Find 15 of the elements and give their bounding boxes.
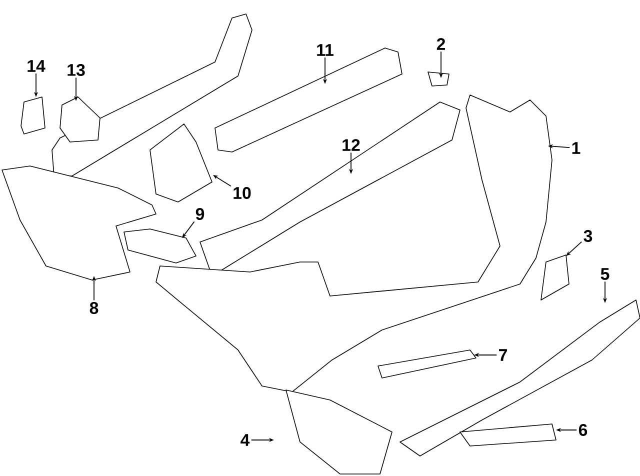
- callout-number: 5: [600, 268, 610, 280]
- callout-number: 6: [578, 424, 588, 436]
- callout-number: 2: [436, 38, 446, 50]
- callout-number: 1: [572, 142, 580, 154]
- callout-number: 14: [28, 60, 46, 72]
- callout-number: 10: [234, 187, 251, 199]
- callout-number: 13: [68, 64, 85, 76]
- callout-number: 12: [342, 139, 360, 151]
- callout-number: 7: [499, 349, 507, 361]
- callout-number: 8: [90, 302, 98, 314]
- callout-number: 11: [317, 44, 334, 56]
- callout-number: 4: [240, 434, 250, 446]
- callout-number: 3: [584, 230, 592, 242]
- leader-line: [566, 241, 582, 256]
- callout-number: 9: [196, 208, 204, 220]
